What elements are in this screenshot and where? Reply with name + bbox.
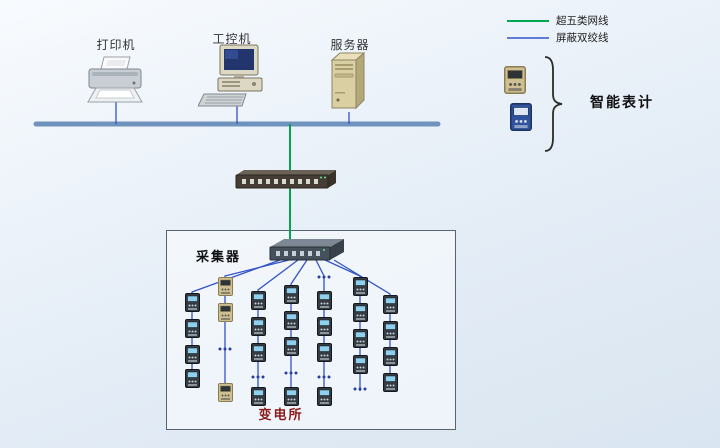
power-meter-icon bbox=[382, 346, 398, 366]
printer-icon bbox=[84, 56, 148, 106]
ellipsis-dots bbox=[250, 374, 266, 379]
legend-item-stp: 屏蔽双绞线 bbox=[506, 30, 609, 45]
power-meter-icon bbox=[510, 103, 532, 131]
brace-glyph bbox=[542, 56, 568, 152]
legend-label-stp: 屏蔽双绞线 bbox=[556, 32, 609, 44]
smart-meter-group-label: 智能表计 bbox=[590, 95, 654, 111]
legend-label-cat5e: 超五类网线 bbox=[556, 15, 609, 27]
power-meter-icon bbox=[184, 368, 200, 388]
ellipsis-dots bbox=[217, 346, 233, 351]
power-meter-icon bbox=[382, 294, 398, 314]
ethernet-switch-icon bbox=[234, 168, 338, 190]
power-meter-icon bbox=[316, 386, 332, 406]
server-icon bbox=[326, 50, 372, 114]
power-meter-icon bbox=[283, 336, 299, 356]
power-meter-icon bbox=[283, 386, 299, 406]
cat5e-line-swatch bbox=[507, 19, 549, 22]
power-meter-icon bbox=[504, 66, 526, 94]
power-meter-icon bbox=[184, 292, 200, 312]
ellipsis-dots bbox=[283, 370, 299, 375]
power-meter-icon bbox=[382, 320, 398, 340]
power-meter-icon bbox=[316, 342, 332, 362]
collector-label: 采集器 bbox=[196, 250, 242, 265]
industrial-pc-icon bbox=[197, 44, 276, 110]
ipc-label: 工控机 bbox=[212, 32, 252, 46]
legend-item-cat5e: 超五类网线 bbox=[506, 13, 609, 28]
power-meter-icon bbox=[316, 290, 332, 310]
power-meter-icon bbox=[283, 284, 299, 304]
power-meter-icon bbox=[352, 302, 368, 322]
power-meter-icon bbox=[250, 342, 266, 362]
power-meter-icon bbox=[316, 316, 332, 336]
server-label: 服务器 bbox=[330, 38, 370, 52]
power-meter-icon bbox=[352, 354, 368, 374]
ellipsis-dots bbox=[352, 386, 368, 391]
ellipsis-dots bbox=[316, 374, 332, 379]
power-meter-icon bbox=[250, 386, 266, 406]
power-meter-icon bbox=[250, 290, 266, 310]
stp-line-swatch bbox=[507, 36, 549, 39]
power-meter-icon bbox=[382, 372, 398, 392]
collector-icon bbox=[268, 236, 346, 264]
power-meter-icon bbox=[184, 344, 200, 364]
power-meter-icon bbox=[352, 276, 368, 296]
power-meter-icon bbox=[217, 382, 233, 402]
printer-label: 打印机 bbox=[96, 38, 136, 52]
substation-label: 变电所 bbox=[258, 408, 304, 423]
power-meter-icon bbox=[184, 318, 200, 338]
power-meter-icon bbox=[283, 310, 299, 330]
power-meter-icon bbox=[250, 316, 266, 336]
power-meter-icon bbox=[352, 328, 368, 348]
ellipsis-dots bbox=[316, 274, 332, 279]
power-meter-icon bbox=[217, 276, 233, 296]
power-meter-icon bbox=[217, 302, 233, 322]
